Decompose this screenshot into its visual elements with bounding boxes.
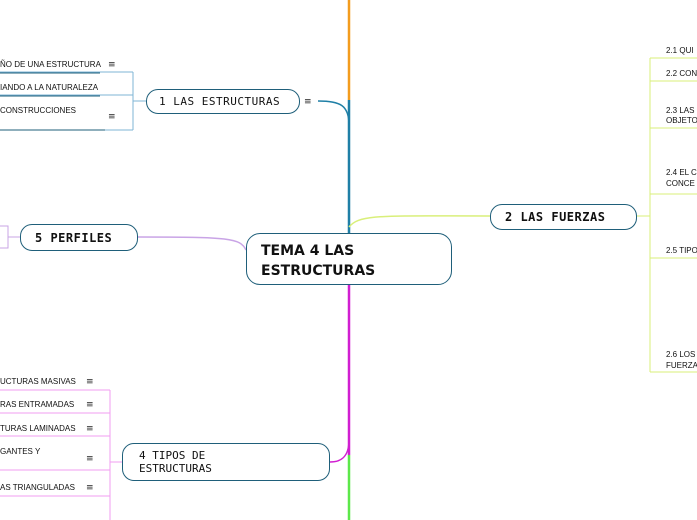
topic-perfiles[interactable]: 5 PERFILES [20,224,138,251]
menu-icon[interactable]: ≡ [108,112,116,122]
subtopic-fuerzas-2-6[interactable]: 2.6 LOS [666,350,696,359]
subtopic-fuerzas-2-1[interactable]: 2.1 QUI [666,46,694,55]
subtopic-tipos-3[interactable]: TURAS LAMINADAS [0,424,76,433]
subtopic-fuerzas-2-4[interactable]: 2.4 EL C [666,168,697,177]
menu-icon[interactable]: ≡ [86,424,94,434]
subtopic-tipos-2[interactable]: RAS ENTRAMADAS [0,400,75,409]
subtopic-fuerzas-2-6-line2: FUERZA [666,361,697,370]
menu-icon[interactable]: ≡ [86,377,94,387]
topic-label-line2: ESTRUCTURAS [139,462,212,475]
link-tipos [329,439,350,463]
subtopic-fuerzas-2-4-line2: CONCE [666,179,695,188]
menu-icon[interactable]: ≡ [86,454,94,464]
subtopic-estructuras-2[interactable]: IANDO A LA NATURALEZA [0,83,99,92]
link-fuerzas [348,215,491,228]
subtopic-fuerzas-2-5[interactable]: 2.5 TIPO [666,246,697,255]
topic-tipos-estructuras[interactable]: 4 TIPOS DE ESTRUCTURAS [122,443,330,481]
link-perfiles [137,236,247,251]
topic-label: 5 PERFILES [35,231,113,245]
subtopic-tipos-4[interactable]: GANTES Y [0,447,41,456]
topic-label: 1 LAS ESTRUCTURAS [159,95,281,108]
central-title-line1: TEMA 4 LAS [261,243,355,259]
subtopic-fuerzas-2-3[interactable]: 2.3 LAS [666,106,695,115]
central-title-line2: ESTRUCTURAS [261,263,376,279]
topic-label: 2 LAS FUERZAS [505,210,606,224]
subtopic-fuerzas-2-3-line2: OBJETO [666,116,697,125]
menu-icon[interactable]: ≡ [86,400,94,410]
topic-las-estructuras[interactable]: 1 LAS ESTRUCTURAS [146,89,300,114]
menu-icon[interactable]: ≡ [304,97,312,107]
topic-las-fuerzas[interactable]: 2 LAS FUERZAS [490,204,637,230]
subtopic-estructuras-1[interactable]: ÑO DE UNA ESTRUCTURA [0,60,101,69]
menu-icon[interactable]: ≡ [108,60,116,70]
topic-label-line1: 4 TIPOS DE [139,449,206,462]
subtopic-tipos-1[interactable]: UCTURAS MASIVAS [0,377,76,386]
central-topic[interactable]: TEMA 4 LAS ESTRUCTURAS [246,233,452,285]
subtopic-estructuras-3[interactable]: CONSTRUCCIONES [0,106,77,115]
link-estructuras [317,100,350,126]
perfiles-sub-stub [0,225,9,249]
menu-icon[interactable]: ≡ [86,483,94,493]
subtopic-fuerzas-2-2[interactable]: 2.2 CON [666,69,697,78]
subtopic-tipos-5[interactable]: AS TRIANGULADAS [0,483,75,492]
